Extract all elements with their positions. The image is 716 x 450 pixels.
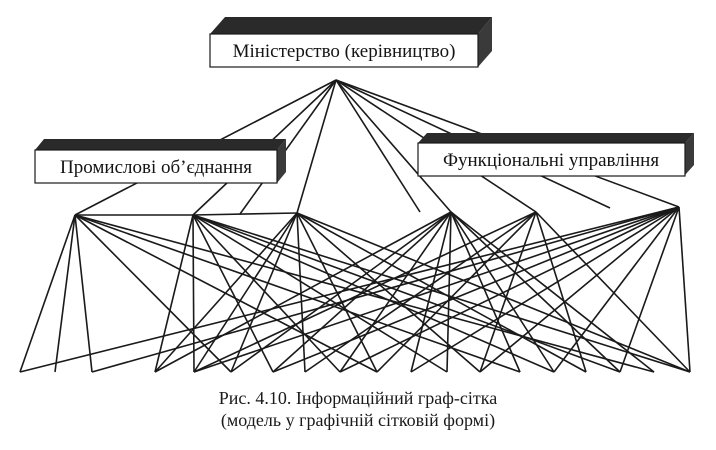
functional-box-face bbox=[417, 142, 686, 177]
figure-caption-subtitle: (модель у графічній сітковій формі) bbox=[220, 410, 496, 430]
edge-node-2-to-leaf-5 bbox=[230, 212, 298, 373]
edge-node-4-to-leaf-15 bbox=[535, 211, 587, 373]
edge-node-2-to-leaf-4 bbox=[193, 212, 298, 373]
industrial-box-side bbox=[277, 139, 286, 183]
edge-node-2-to-leaf-3 bbox=[154, 212, 298, 373]
edge-node-5-to-leaf-6 bbox=[272, 206, 680, 373]
industrial-box-top bbox=[35, 139, 286, 150]
edge-node-1-to-leaf-8 bbox=[192, 214, 341, 373]
edge-node-0-to-leaf-13 bbox=[74, 214, 521, 373]
edge-node-3-to-leaf-11 bbox=[446, 211, 452, 373]
functional-box-top bbox=[418, 133, 694, 143]
edge-node-3-to-leaf-8 bbox=[339, 211, 452, 373]
edge-node-5-to-leaf-16 bbox=[619, 206, 680, 373]
edge-node-3-to-leaf-17 bbox=[450, 211, 655, 373]
industrial-associations-box: Промислові об’єднання bbox=[34, 139, 286, 184]
edge-node-0-to-leaf-5 bbox=[74, 214, 232, 373]
functional-label: Функціональні управління bbox=[443, 150, 659, 171]
edge-node-0-to-leaf-0 bbox=[19, 214, 76, 373]
figure-caption-title: Рис. 4.10. Інформаційний граф-сітка bbox=[218, 388, 498, 408]
edge-node-2-to-leaf-12 bbox=[296, 212, 481, 373]
edge-node-1-to-leaf-18 bbox=[192, 214, 691, 373]
edge-node-3-to-leaf-14 bbox=[450, 211, 555, 373]
edge-apex-to-node-2 bbox=[296, 79, 337, 214]
edge-node-5-to-leaf-4 bbox=[193, 206, 680, 373]
edge-node-4-to-leaf-18 bbox=[535, 211, 691, 373]
edge-node-3-to-leaf-6 bbox=[272, 211, 452, 373]
edge-node-2-to-leaf-18 bbox=[296, 212, 691, 373]
edge-node-4-to-leaf-12 bbox=[479, 211, 537, 373]
edge-node-4-to-leaf-4 bbox=[193, 211, 537, 373]
edge-node-4-to-leaf-9 bbox=[376, 211, 537, 373]
ministry-box-face bbox=[209, 33, 479, 68]
ministry-box-side bbox=[478, 17, 492, 67]
functional-box-side bbox=[685, 133, 694, 175]
edge-node-1-to-leaf-6 bbox=[192, 214, 274, 373]
edge-node-3-to-leaf-13 bbox=[450, 211, 521, 373]
edge-node-0-to-leaf-2 bbox=[74, 214, 93, 373]
edge-node-5-to-leaf-12 bbox=[479, 206, 680, 373]
industrial-label: Промислові об’єднання bbox=[60, 157, 252, 178]
ministry-box-top bbox=[210, 17, 492, 34]
edge-node-1-to-leaf-3 bbox=[154, 214, 194, 373]
edge-node-5-to-leaf-0 bbox=[19, 206, 680, 373]
graph-edges bbox=[19, 79, 691, 373]
ministry-box: Міністерство (керівництво) bbox=[209, 17, 492, 68]
edge-node-5-to-leaf-10 bbox=[410, 206, 680, 373]
edge-node-0-to-leaf-1 bbox=[54, 214, 76, 373]
edge-node-5-to-leaf-2 bbox=[91, 206, 680, 373]
edge-node-3-to-leaf-3 bbox=[154, 211, 452, 373]
edge-node-5-to-leaf-8 bbox=[339, 206, 680, 373]
edge-top-center bbox=[192, 212, 298, 216]
edge-node-5-to-leaf-18 bbox=[678, 206, 691, 373]
ministry-label: Міністерство (керівництво) bbox=[233, 41, 456, 62]
edge-node-5-to-leaf-14 bbox=[553, 206, 680, 373]
edge-node-1-to-leaf-16 bbox=[192, 214, 621, 373]
edge-node-1-to-leaf-11 bbox=[192, 214, 448, 373]
edge-node-4-to-leaf-7 bbox=[304, 211, 537, 373]
edge-apex-extra-0 bbox=[335, 79, 421, 213]
industrial-box-face bbox=[34, 149, 278, 184]
edge-apex-to-node-3 bbox=[335, 79, 452, 213]
edge-apex-extra-2 bbox=[239, 79, 337, 215]
edge-node-0-to-leaf-17 bbox=[74, 214, 655, 373]
functional-departments-box: Функціональні управління bbox=[417, 133, 694, 177]
edge-node-1-to-leaf-4 bbox=[192, 214, 195, 373]
